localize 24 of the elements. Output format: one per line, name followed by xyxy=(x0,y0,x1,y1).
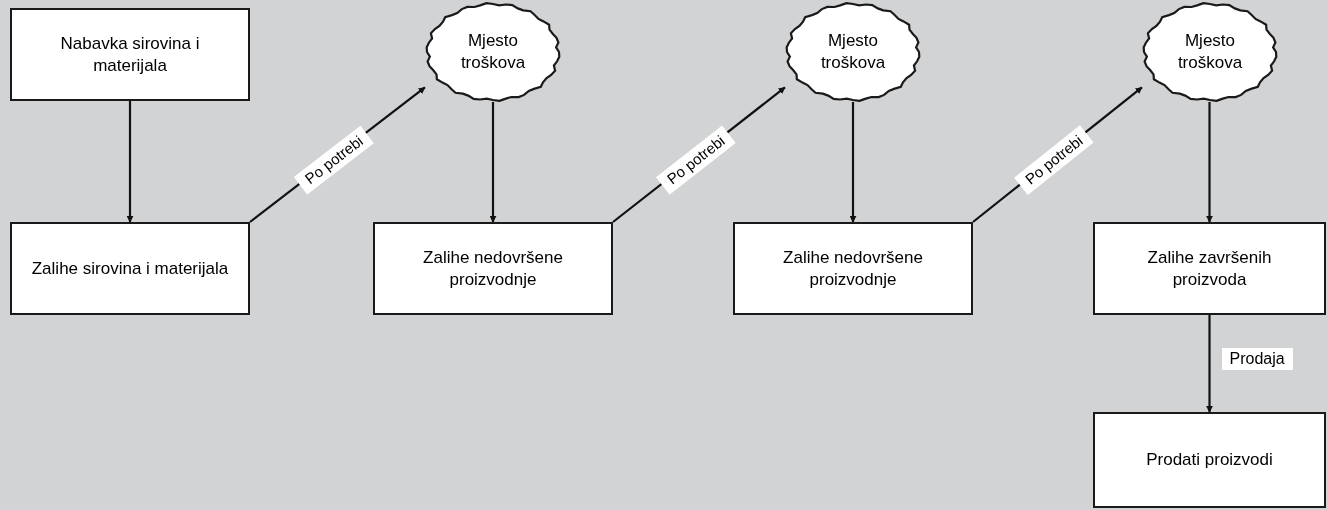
arrow xyxy=(126,101,134,223)
node-text: Prodati proizvodi xyxy=(1145,449,1274,471)
process-box xyxy=(1093,222,1326,315)
node-text: Zalihe završenih proizvoda xyxy=(1146,246,1273,291)
node-text: Mjesto troškova xyxy=(1176,30,1244,74)
arrow xyxy=(489,102,497,223)
arrow xyxy=(849,102,857,223)
process-box xyxy=(10,8,250,101)
cloud-shape xyxy=(1142,2,1278,102)
node-text: Zalihe nedovršene proizvodnje xyxy=(782,246,924,291)
process-box xyxy=(733,222,973,315)
node-text: Zalihe nedovršene proizvodnje xyxy=(422,246,564,291)
arrow xyxy=(1206,315,1213,413)
cloud-shape xyxy=(425,2,561,102)
arrow xyxy=(1206,102,1213,223)
edge-label: Prodaja xyxy=(1221,347,1293,370)
node-text: Mjesto troškova xyxy=(459,30,527,74)
cloud-shape xyxy=(785,2,921,102)
node-text: Zalihe sirovina i materijala xyxy=(30,257,230,280)
process-box xyxy=(10,222,250,315)
node-text: Mjesto troškova xyxy=(819,30,887,74)
process-box xyxy=(373,222,613,315)
process-box xyxy=(1093,412,1326,508)
node-text: Nabavka sirovina i materijala xyxy=(59,32,201,77)
